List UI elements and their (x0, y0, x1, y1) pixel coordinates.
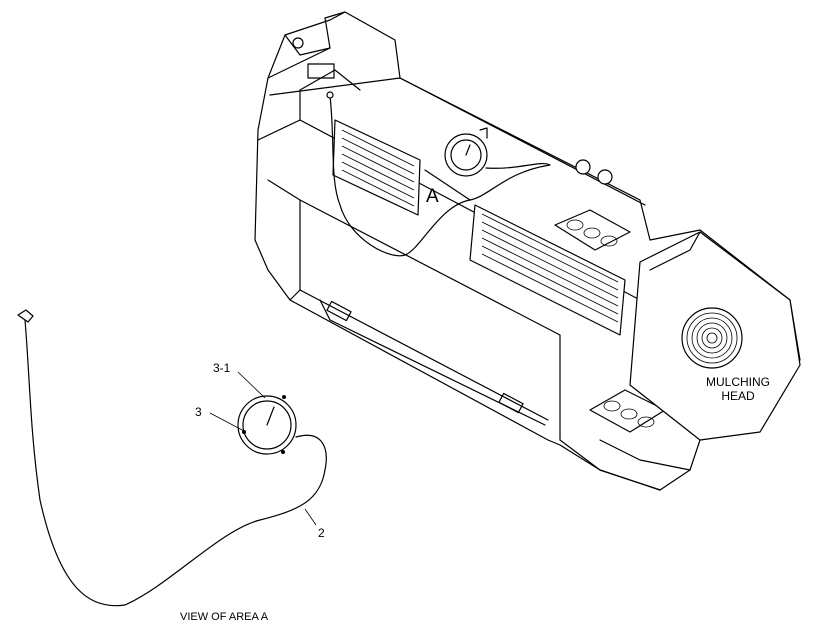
callout-2: 2 (318, 526, 325, 540)
callout-area-a: A (426, 186, 439, 207)
mount-screw (242, 430, 246, 434)
fan-guard-icon (681, 307, 743, 369)
head-label-line1: MULCHING (706, 375, 770, 389)
mount-screw (282, 395, 286, 399)
capillary-line (24, 319, 327, 607)
view-caption: VIEW OF AREA A (180, 611, 269, 623)
lifting-lug (597, 169, 613, 185)
lifting-lug (575, 159, 591, 175)
cable-connector (326, 91, 334, 99)
end-panel: MULCHING HEAD (629, 231, 801, 441)
mount-screw (281, 450, 285, 454)
leader-3-1 (237, 371, 266, 399)
callout-3-1: 3-1 (213, 361, 231, 375)
mounted-gauge (444, 127, 551, 177)
leader-2 (304, 508, 317, 526)
line-fitting (17, 309, 34, 323)
detail-gauge (237, 395, 297, 455)
vent-right (469, 204, 626, 336)
head-label-line2: HEAD (721, 389, 755, 403)
vent-left (332, 119, 421, 216)
area-a-leader (424, 169, 471, 201)
housing-cable (329, 95, 551, 257)
step-pad-top (554, 209, 631, 251)
leader-3 (209, 412, 245, 432)
callout-3: 3 (195, 405, 202, 419)
